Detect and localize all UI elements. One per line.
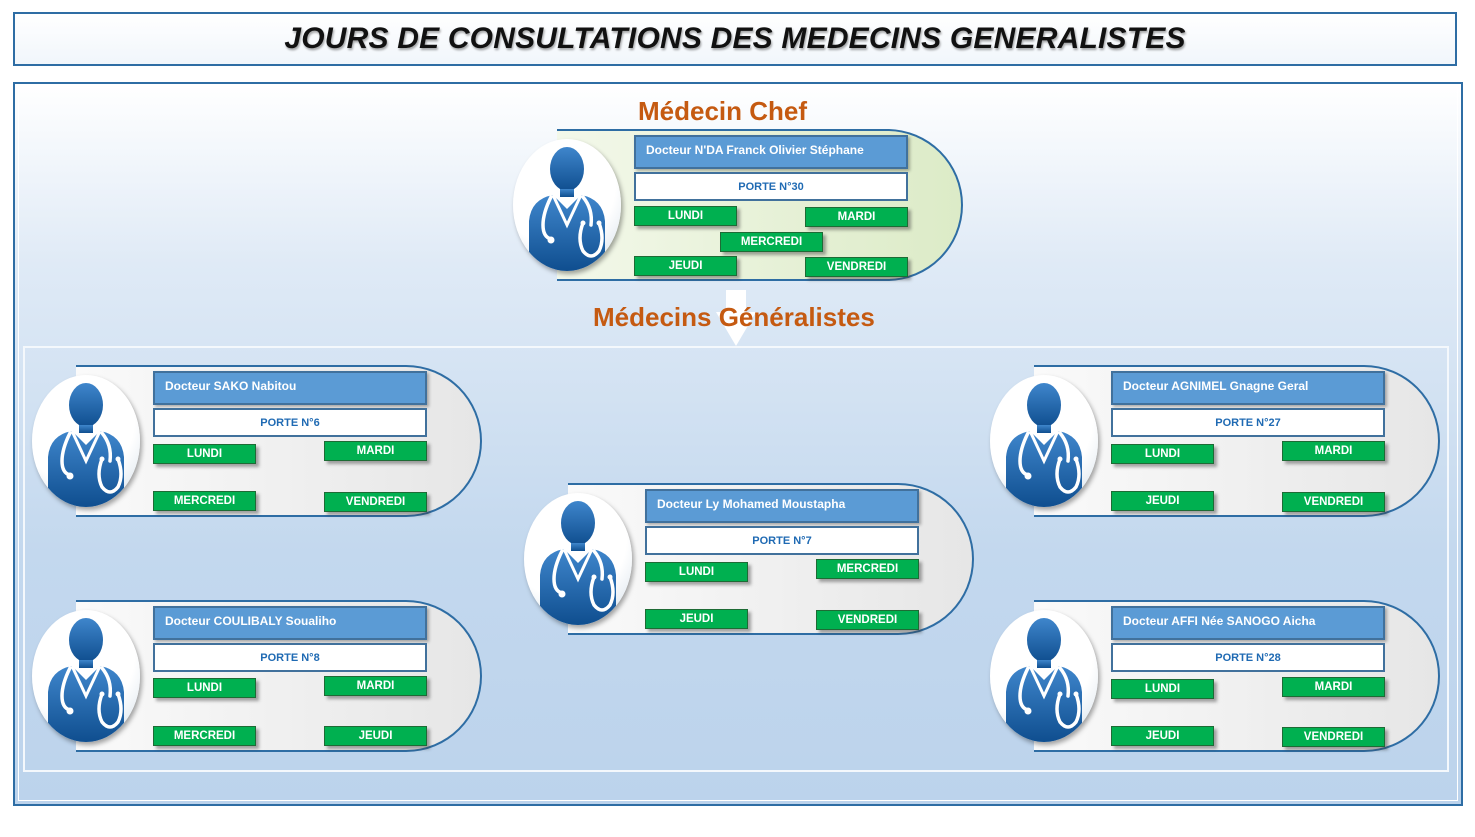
day-badge: JEUDI — [645, 609, 748, 629]
generalists-frame — [23, 346, 1449, 772]
doctor-icon — [32, 375, 140, 507]
day-badge: LUNDI — [645, 562, 748, 582]
doctor-name: Docteur N'DA Franck Olivier Stéphane — [634, 135, 908, 169]
door-number: PORTE N°8 — [153, 643, 427, 672]
day-badge: MARDI — [1282, 441, 1385, 461]
chief-section-title: Médecin Chef — [638, 96, 808, 126]
day-badge: MERCREDI — [153, 726, 256, 746]
day-badge: LUNDI — [1111, 679, 1214, 699]
doctor-icon — [513, 139, 621, 271]
day-badge: VENDREDI — [816, 610, 919, 630]
doctor-name: Docteur SAKO Nabitou — [153, 371, 427, 405]
day-badge: VENDREDI — [805, 257, 908, 277]
day-badge: VENDREDI — [324, 492, 427, 512]
doctor-name: Docteur Ly Mohamed Moustapha — [645, 489, 919, 523]
door-number: PORTE N°6 — [153, 408, 427, 437]
day-badge: VENDREDI — [1282, 727, 1385, 747]
door-number: PORTE N°28 — [1111, 643, 1385, 672]
doctor-name: Docteur COULIBALY Soualiho — [153, 606, 427, 640]
day-badge: LUNDI — [634, 206, 737, 226]
doctor-icon — [524, 493, 632, 625]
door-number: PORTE N°30 — [634, 172, 908, 201]
doctor-name: Docteur AFFI Née SANOGO Aicha — [1111, 606, 1385, 640]
day-badge: JEUDI — [324, 726, 427, 746]
day-badge: MARDI — [324, 676, 427, 696]
day-badge: JEUDI — [634, 256, 737, 276]
doctor-icon — [990, 610, 1098, 742]
day-badge: MARDI — [1282, 677, 1385, 697]
day-badge: JEUDI — [1111, 491, 1214, 511]
door-number: PORTE N°27 — [1111, 408, 1385, 437]
day-badge: MARDI — [805, 207, 908, 227]
day-badge: MERCREDI — [720, 232, 823, 252]
doctor-icon — [32, 610, 140, 742]
doctor-name: Docteur AGNIMEL Gnagne Geral — [1111, 371, 1385, 405]
arrow-down-icon — [716, 290, 756, 346]
door-number: PORTE N°7 — [645, 526, 919, 555]
doctor-icon — [990, 375, 1098, 507]
day-badge: JEUDI — [1111, 726, 1214, 746]
day-badge: LUNDI — [1111, 444, 1214, 464]
day-badge: LUNDI — [153, 678, 256, 698]
page-title: JOURS DE CONSULTATIONS DES MEDECINS GENE… — [284, 22, 1186, 55]
day-badge: LUNDI — [153, 444, 256, 464]
title-bar: JOURS DE CONSULTATIONS DES MEDECINS GENE… — [13, 12, 1457, 66]
day-badge: MERCREDI — [816, 559, 919, 579]
generalists-section-title: Médecins Généralistes — [593, 302, 875, 332]
day-badge: MERCREDI — [153, 491, 256, 511]
day-badge: VENDREDI — [1282, 492, 1385, 512]
day-badge: MARDI — [324, 441, 427, 461]
main-panel-inner-border — [18, 87, 1458, 801]
